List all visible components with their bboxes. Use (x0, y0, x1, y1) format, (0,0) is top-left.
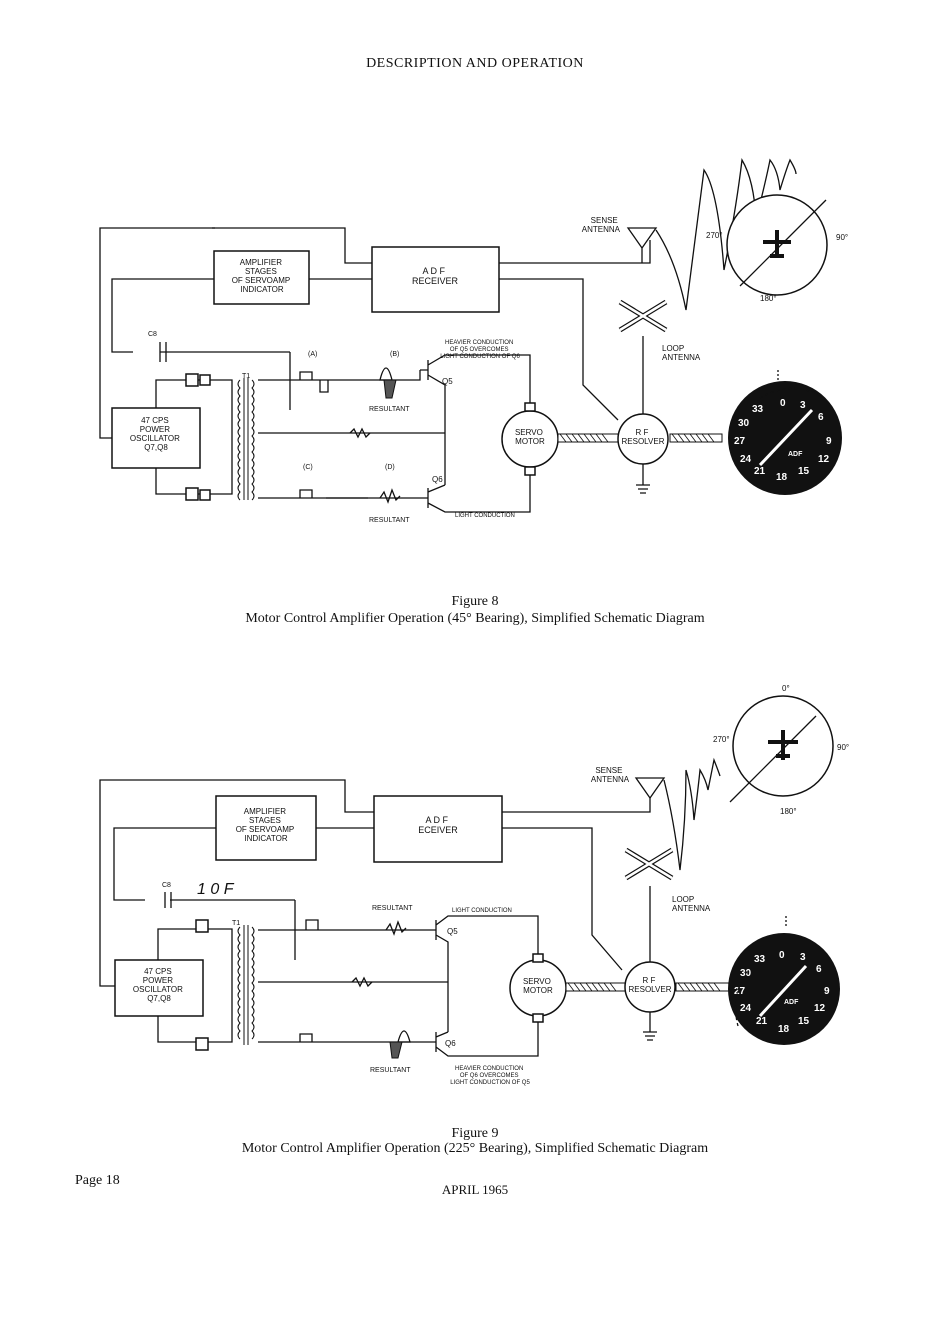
figure-9-diagram: AMPLIFIER STAGES OF SERVOAMP INDICATOR A… (99, 684, 849, 1086)
dial-24: 24 (740, 1003, 752, 1014)
dial-18: 18 (776, 472, 788, 483)
sense-antenna (626, 227, 658, 263)
loop-antenna-label: LOOP ANTENNA (662, 344, 701, 362)
compass-270: 270° (713, 735, 730, 744)
receiver-label: A D F RECEIVER (412, 266, 459, 286)
figure-9-number: Figure 9 (451, 1126, 499, 1141)
label-d: (D) (385, 464, 395, 471)
dial-24: 24 (740, 454, 752, 465)
adf-receiver-box (373, 795, 503, 863)
sense-antenna-label: SENSE ANTENNA (582, 216, 621, 234)
heavier-note: HEAVIER CONDUCTION OF Q6 OVERCOMES LIGHT… (450, 1066, 530, 1086)
figure-8-diagram: AMPLIFIER STAGES OF SERVOAMP INDICATOR A… (99, 158, 848, 524)
dial-15: 15 (798, 466, 810, 477)
dial-33: 33 (754, 954, 766, 965)
figure-8-caption: Motor Control Amplifier Operation (45° B… (245, 611, 705, 626)
feedback-wire (99, 227, 372, 430)
dial-adf: ADF (784, 999, 799, 1006)
dial-0: 0 (780, 398, 786, 409)
dial-6: 6 (816, 964, 822, 975)
footer-page-number: Page 18 (75, 1173, 120, 1188)
dial-3: 3 (800, 400, 806, 411)
dial-9: 9 (824, 986, 830, 997)
compass-180: 180° (760, 294, 777, 303)
dial-27: 27 (734, 986, 746, 997)
amplifier-label: AMPLIFIER STAGES OF SERVOAMP INDICATOR (232, 258, 293, 294)
dial-30: 30 (738, 418, 750, 429)
label-b: (B) (390, 351, 399, 358)
resultant-top: RESULTANT (372, 905, 413, 912)
adf-receiver-box (371, 246, 500, 313)
c8-label: C8 (148, 331, 157, 338)
compass-180: 180° (780, 807, 797, 816)
dial-0: 0 (779, 950, 785, 961)
compass-90: 90° (837, 743, 849, 752)
t1-transformer (237, 925, 255, 1045)
figure-9-caption: Motor Control Amplifier Operation (225° … (241, 1141, 709, 1156)
amplifier-label: AMPLIFIER STAGES OF SERVOAMP INDICATOR (236, 807, 297, 843)
receiver-label: A D F ECEIVER (418, 815, 458, 835)
resultant-bottom: RESULTANT (369, 517, 410, 524)
resolver-label: R F RESOLVER (629, 976, 672, 994)
label-c: (C) (303, 464, 313, 471)
q6-label: Q6 (445, 1039, 456, 1048)
t1-label: T1 (242, 373, 250, 380)
dial-needle (758, 408, 814, 467)
c8-label: C8 (162, 882, 171, 889)
oscillator-label: 47 CPS POWER OSCILLATOR Q7,Q8 (133, 967, 185, 1003)
loop-antenna-label: LOOP ANTENNA (672, 895, 711, 913)
amplifier-box (215, 795, 317, 861)
label-a: (A) (308, 351, 317, 358)
light-conduction-label: LIGHT CONDUCTION (452, 908, 512, 914)
oscillator-box (114, 959, 204, 1017)
dial-21: 21 (754, 466, 766, 477)
dial-21: 21 (756, 1016, 768, 1027)
handwritten-note: 1 0 F (197, 881, 235, 898)
dial-15: 15 (798, 1016, 810, 1027)
resultant-bottom: RESULTANT (370, 1067, 411, 1074)
servo-label: SERVO MOTOR (523, 977, 553, 995)
heavier-note: HEAVIER CONDUCTION OF Q5 OVERCOMES LIGHT… (440, 340, 520, 360)
servo-label: SERVO MOTOR (515, 428, 545, 446)
dial-6: 6 (818, 412, 824, 423)
q5-label: Q5 (447, 927, 458, 936)
dial-needle (758, 964, 808, 1018)
resultant-top: RESULTANT (369, 406, 410, 413)
footer-date: APRIL 1965 (441, 1182, 509, 1197)
compass-270: 270° (706, 231, 723, 240)
dial-9: 9 (826, 436, 832, 447)
light-conduction-label: LIGHT CONDUCTION (455, 513, 515, 519)
figure-8-number: Figure 8 (451, 594, 499, 609)
dial-3: 3 (800, 952, 806, 963)
page-header: DESCRIPTION AND OPERATION (366, 56, 584, 71)
compass-0: 0° (782, 684, 790, 693)
dial-12: 12 (818, 454, 830, 465)
signal-wave (663, 757, 721, 871)
q5-label: Q5 (442, 377, 453, 386)
dial-18: 18 (778, 1024, 790, 1035)
dial-12: 12 (814, 1003, 826, 1014)
dial-27: 27 (734, 436, 746, 447)
t1-transformer (237, 378, 255, 501)
signal-wave (655, 158, 797, 311)
amplifier-box (213, 250, 310, 305)
q6-label: Q6 (432, 475, 443, 484)
dial-33: 33 (752, 404, 764, 415)
dial-adf: ADF (788, 451, 803, 458)
compass-90: 90° (836, 233, 848, 242)
resolver-label: R F RESOLVER (622, 428, 665, 446)
sense-antenna-label: SENSE ANTENNA (591, 766, 630, 784)
sense-antenna (634, 777, 666, 800)
oscillator-label: 47 CPS POWER OSCILLATOR Q7,Q8 (130, 416, 182, 452)
t1-label: T1 (232, 920, 240, 927)
